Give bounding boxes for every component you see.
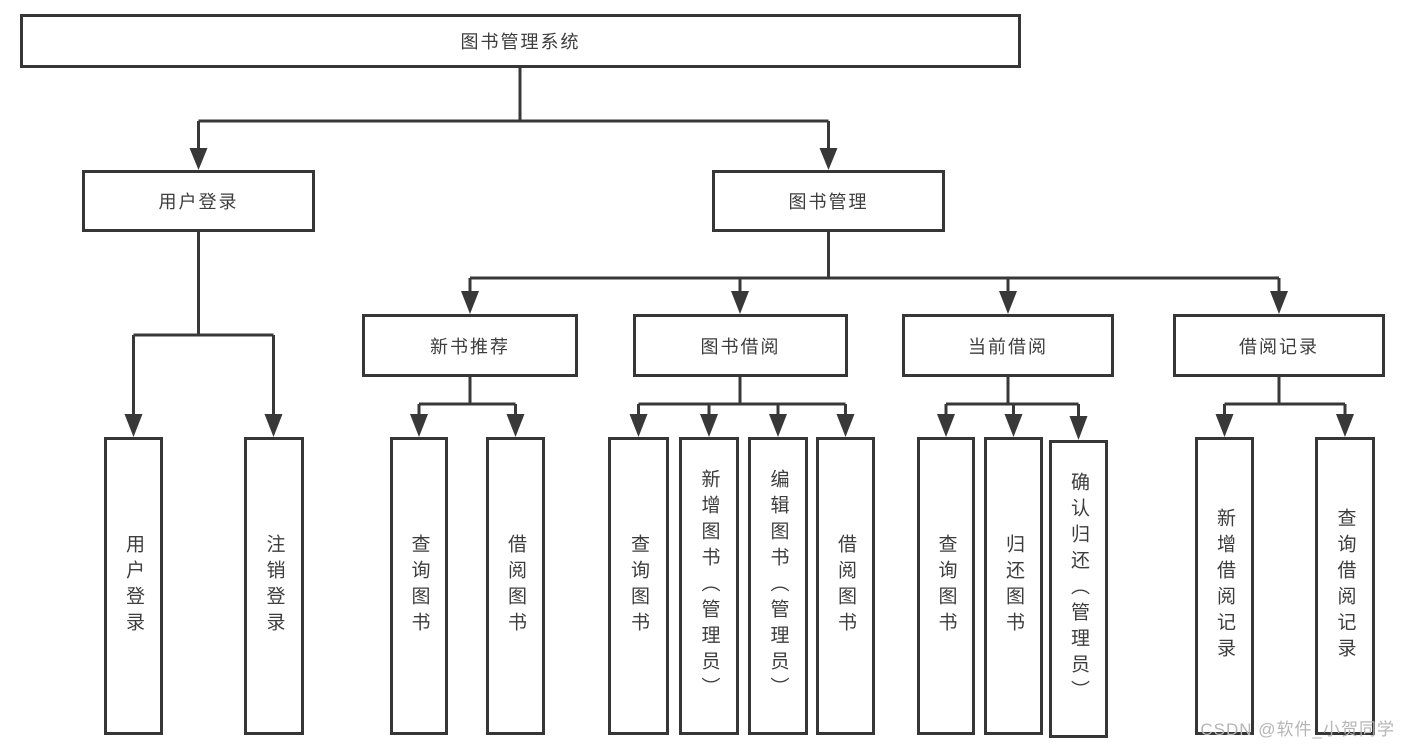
- leaf-logout: 注销登录: [244, 437, 304, 735]
- connector-book-mgmt-children: [461, 232, 1288, 314]
- connector-current-borrow-children: [937, 377, 1088, 440]
- leaf-borrow-books-recommend: 借阅图书: [486, 437, 545, 735]
- leaf-user-login: 用户登录: [104, 437, 163, 735]
- leaf-return-books: 归还图书: [984, 437, 1043, 735]
- csdn-watermark: CSDN @软件_小贺同学: [1200, 720, 1395, 739]
- node-current-borrowing: 当前借阅: [902, 314, 1114, 377]
- node-book-borrowing: 图书借阅: [633, 314, 848, 377]
- connector-borrow-records-children: [1215, 377, 1354, 437]
- leaf-confirm-return-admin: 确认归还（管理员）: [1049, 440, 1108, 738]
- connector-new-book-children: [410, 377, 525, 437]
- node-new-book-recommend: 新书推荐: [362, 314, 578, 377]
- connector-book-borrow-children: [629, 377, 855, 437]
- leaf-borrow-books: 借阅图书: [816, 437, 875, 735]
- leaf-query-books-borrow: 查询图书: [608, 437, 669, 735]
- leaf-add-books-admin: 新增图书（管理员）: [679, 437, 739, 735]
- node-book-management: 图书管理: [712, 170, 945, 232]
- node-root-library-system: 图书管理系统: [20, 14, 1021, 68]
- connector-user-login-children: [124, 232, 283, 437]
- connector-root-to-level2: [189, 68, 838, 170]
- leaf-add-borrow-record: 新增借阅记录: [1195, 437, 1254, 735]
- leaf-query-books-recommend: 查询图书: [390, 437, 448, 735]
- leaf-edit-books-admin: 编辑图书（管理员）: [748, 437, 808, 735]
- leaf-query-borrow-record: 查询借阅记录: [1315, 437, 1375, 735]
- node-user-login: 用户登录: [82, 170, 315, 232]
- node-borrow-records: 借阅记录: [1173, 314, 1385, 377]
- leaf-query-books-current: 查询图书: [917, 437, 975, 735]
